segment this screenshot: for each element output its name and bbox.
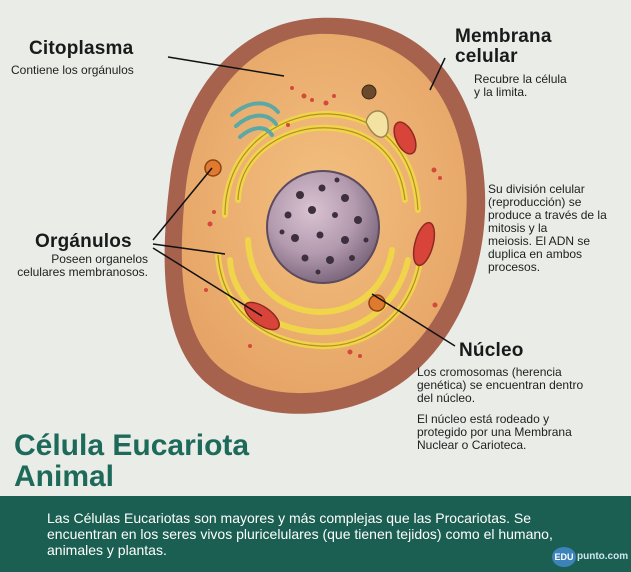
- division-line: mitosis y la: [488, 221, 548, 235]
- chromatin-dots: [279, 177, 369, 275]
- organulos-label: Orgánulos: [35, 231, 132, 252]
- nucleo-description-2: El núcleo está rodeado y protegido por u…: [417, 413, 572, 452]
- title-line1: Célula Eucariota: [14, 429, 250, 462]
- centriole: [361, 84, 377, 100]
- nucleo-desc1-line: Los cromosomas (herencia: [417, 365, 562, 379]
- nucleo-desc2-line: protegido por una Membrana: [417, 425, 572, 439]
- membrana-label: Membrana celular: [455, 27, 552, 67]
- footer-banner: Las Células Eucariotas son mayores y más…: [0, 496, 631, 572]
- citoplasma-description: Contiene los orgánulos: [11, 63, 134, 77]
- organulos-desc-line2: celulares membranosos.: [17, 265, 148, 279]
- nucleo-desc2-line: Nuclear o Carioteca.: [417, 438, 527, 452]
- citoplasma-label: Citoplasma: [29, 38, 134, 59]
- division-line: meiosis. El ADN se: [488, 234, 591, 248]
- edupunto-logo[interactable]: EDU punto.com: [552, 547, 628, 567]
- title-line2: Animal: [14, 460, 115, 493]
- division-line: produce a través de la: [488, 208, 607, 222]
- division-description: Su división celular (reproducción) se pr…: [488, 183, 607, 274]
- division-line: duplica en ambos: [488, 247, 583, 261]
- membrana-desc-line2: y la limita.: [474, 85, 528, 99]
- division-line: (reproducción) se: [488, 195, 582, 209]
- organulos-description: Poseen organelos celulares membranosos.: [6, 253, 148, 279]
- nucleo-desc2-line: El núcleo está rodeado y: [417, 412, 550, 426]
- organulos-desc-line1: Poseen organelos: [51, 252, 148, 266]
- footer-text: Las Células Eucariotas son mayores y más…: [47, 510, 553, 558]
- leader-lines: [152, 56, 456, 347]
- nucleo-desc1-line: genética) se encuentran dentro: [417, 378, 584, 392]
- division-line: Su división celular: [488, 182, 585, 196]
- logo-circle: EDU: [552, 547, 576, 567]
- er-outline: [217, 113, 421, 347]
- nucleo-description-1: Los cromosomas (herencia genética) se en…: [417, 366, 583, 405]
- membrana-label-line1: Membrana: [455, 26, 552, 47]
- ribosomes: [204, 86, 442, 358]
- nucleo-desc1-line: del núcleo.: [417, 391, 476, 405]
- logo-domain: punto.com: [577, 551, 629, 562]
- vacuole: [365, 110, 389, 138]
- diagram-title: Célula Eucariota Animal: [14, 430, 249, 492]
- nucleus: [266, 170, 380, 284]
- division-line: procesos.: [488, 260, 541, 274]
- nucleo-label: Núcleo: [459, 340, 524, 361]
- membrana-label-line2: celular: [455, 46, 518, 67]
- membrana-description: Recubre la célula y la limita.: [474, 73, 567, 99]
- membrana-desc-line1: Recubre la célula: [474, 72, 567, 86]
- golgi-apparatus: [230, 101, 280, 139]
